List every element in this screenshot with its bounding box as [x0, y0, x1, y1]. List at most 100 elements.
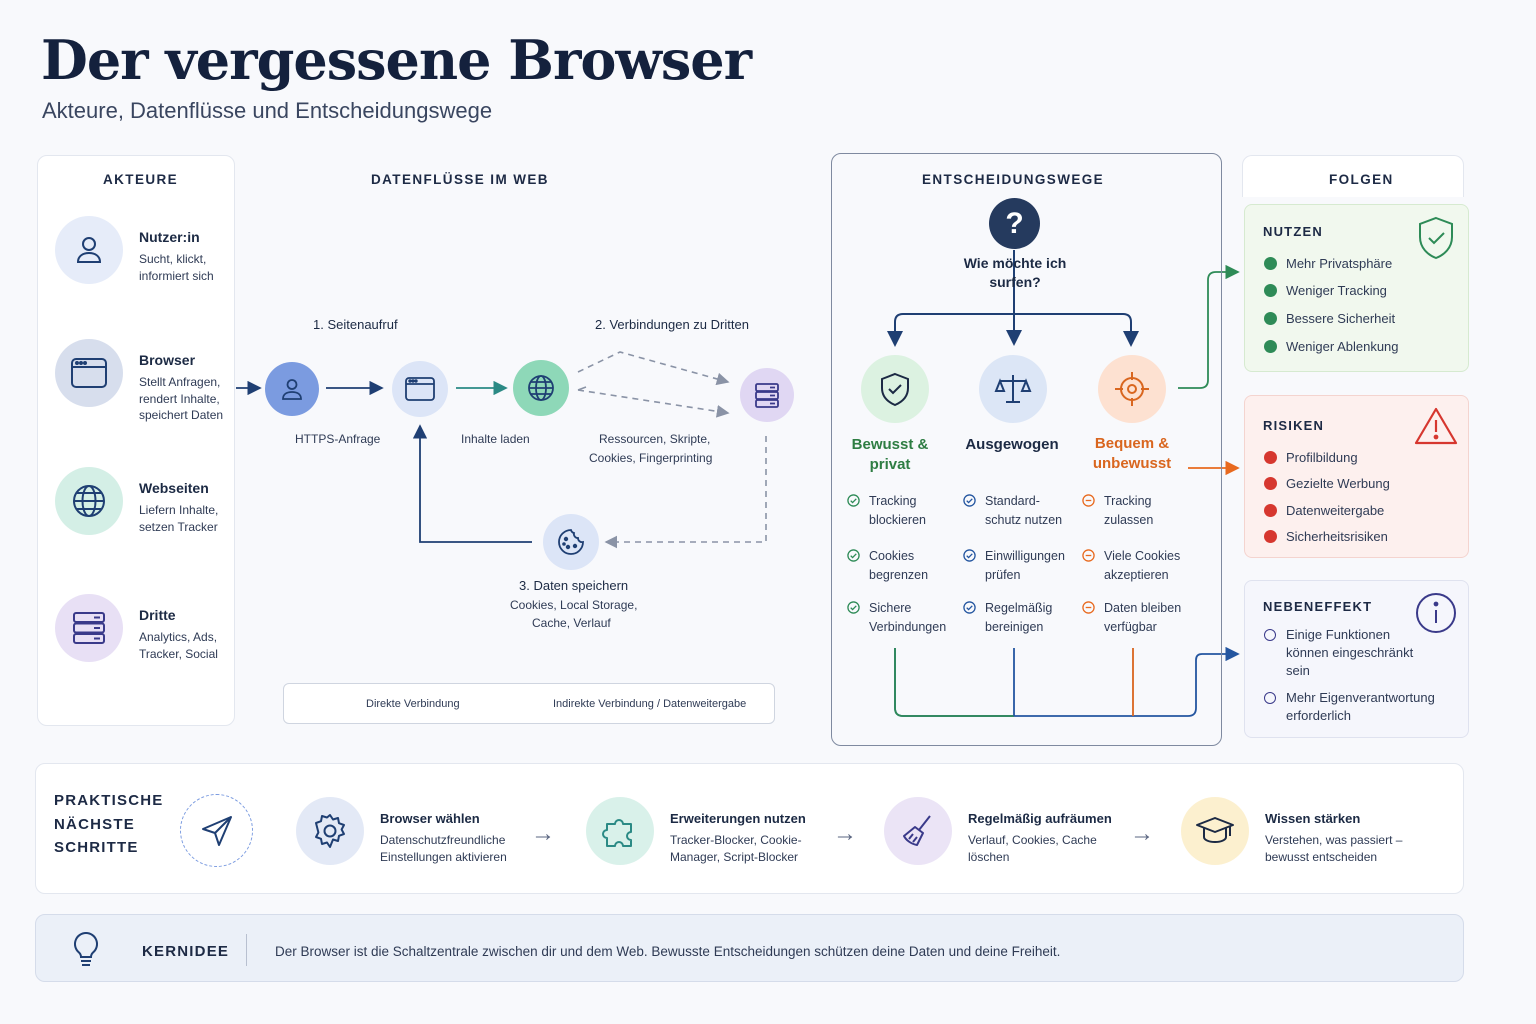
send-icon: [180, 794, 253, 867]
shield-icon: [861, 355, 929, 423]
minus-circle-icon: [1082, 601, 1095, 614]
core-idea-text: Der Browser ist die Schaltzentrale zwisc…: [275, 944, 1061, 959]
cookie-node-icon: [543, 514, 599, 570]
warning-icon: [1414, 407, 1458, 445]
broom-icon: [884, 797, 952, 865]
actor-name: Browser: [139, 352, 196, 368]
minus-circle-icon: [1082, 549, 1095, 562]
benefits-title: NUTZEN: [1263, 224, 1323, 239]
step1-label: 1. Seitenaufruf: [313, 317, 398, 332]
legend-direct: Direkte Verbindung: [366, 698, 460, 710]
decisions-panel: [831, 153, 1222, 746]
practical-title: PRAKTISCHE NÄCHSTE SCHRITTE: [54, 792, 164, 856]
step3-line2: Cache, Verlauf: [532, 616, 611, 630]
actors-title: AKTEURE: [103, 172, 179, 187]
globe-node-icon: [513, 360, 569, 416]
step-desc: Tracker-Blocker, Cookie-Manager, Script-…: [670, 833, 802, 864]
path-title-private-1: Bewusst &: [851, 436, 929, 453]
server-icon: [55, 594, 123, 662]
actor-desc: Analytics, Ads, Tracker, Social: [139, 630, 218, 661]
step-name: Browser wählen: [380, 811, 480, 826]
actor-browser: Browser Stellt Anfragen, rendert Inhalte…: [55, 339, 235, 422]
puzzle-icon: [586, 797, 654, 865]
minus-circle-icon: [1082, 494, 1095, 507]
check-circle-icon: [847, 494, 860, 507]
user-node-icon: [265, 362, 319, 416]
step-desc: Datenschutzfreundliche Einstellungen akt…: [380, 833, 507, 864]
step-name: Erweiterungen nutzen: [670, 811, 806, 826]
legend-box: [283, 683, 775, 724]
https-label: HTTPS-Anfrage: [295, 432, 381, 446]
core-idea-panel: [35, 914, 1464, 982]
question-line2: surfen?: [989, 274, 1041, 290]
graduation-cap-icon: [1181, 797, 1249, 865]
lightbulb-icon: [74, 931, 98, 966]
step3-title: 3. Daten speichern: [519, 578, 629, 593]
globe-icon: [55, 467, 123, 535]
step3-line1: Cookies, Local Storage,: [510, 598, 638, 612]
step-name: Regelmäßig aufräumen: [968, 811, 1112, 826]
gear-icon: [296, 797, 364, 865]
check-circle-icon: [847, 601, 860, 614]
actor-desc: Stellt Anfragen, rendert Inhalte, speich…: [139, 375, 224, 422]
path-title-easy-2: unbewusst: [1092, 455, 1172, 472]
arrow-right-icon: →: [833, 820, 857, 847]
risks-box: RISIKEN Profilbildung Gezielte Werbung D…: [1244, 395, 1469, 558]
side-effect-title: NEBENEFFEKT: [1263, 599, 1373, 614]
question-line1: Wie möchte ich: [963, 255, 1067, 271]
consequences-title: FOLGEN: [1329, 172, 1394, 187]
consequences-panel: [1242, 155, 1464, 197]
actor-desc: Sucht, klickt, informiert sich: [139, 252, 214, 283]
browser-window-icon: [55, 339, 123, 407]
dataflow-title: DATENFLÜSSE IM WEB: [371, 172, 549, 187]
actor-websites: Webseiten Liefern Inhalte, setzen Tracke…: [55, 467, 235, 537]
actor-name: Dritte: [139, 607, 176, 623]
core-idea-label: KERNIDEE: [142, 943, 230, 960]
resources-label-line2: Cookies, Fingerprinting: [589, 451, 713, 465]
actor-name: Nutzer:in: [139, 229, 200, 245]
legend-indirect: Indirekte Verbindung / Datenweitergabe: [553, 698, 747, 710]
step2-label: 2. Verbindungen zu Dritten: [595, 317, 749, 332]
path-title-private-2: privat: [869, 456, 911, 473]
core-idea-divider: [246, 934, 247, 966]
path-title-balanced: Ausgewogen: [965, 436, 1059, 453]
scale-icon: [979, 355, 1047, 423]
check-shield-icon: [1419, 216, 1453, 260]
actor-user: Nutzer:in Sucht, klickt, informiert sich: [55, 216, 235, 286]
page-subtitle: Akteure, Datenflüsse und Entscheidungswe…: [42, 98, 493, 123]
check-circle-icon: [847, 549, 860, 562]
check-circle-icon: [963, 601, 976, 614]
step-desc: Verlauf, Cookies, Cache löschen: [968, 833, 1097, 864]
user-icon: [55, 216, 123, 284]
step-desc: Verstehen, was passiert – bewusst entsch…: [1265, 833, 1403, 864]
arrow-right-icon: →: [1130, 820, 1154, 847]
benefits-box: NUTZEN Mehr Privatsphäre Weniger Trackin…: [1244, 204, 1469, 372]
question-icon: ?: [989, 198, 1040, 249]
resources-label-line1: Ressourcen, Skripte,: [599, 432, 711, 446]
server-node-icon: [740, 368, 794, 422]
browser-node-icon: [392, 361, 448, 417]
check-circle-icon: [963, 494, 976, 507]
target-icon: [1098, 355, 1166, 423]
info-icon: [1416, 593, 1456, 633]
actor-third-parties: Dritte Analytics, Ads, Tracker, Social: [55, 594, 235, 664]
decisions-title: ENTSCHEIDUNGSWEGE: [922, 172, 1105, 187]
risks-title: RISIKEN: [1263, 418, 1325, 433]
load-label: Inhalte laden: [461, 432, 530, 446]
page-title: Der vergessene Browser: [41, 28, 752, 92]
decision-item: Standard-schutz nutzen: [963, 492, 1078, 532]
check-circle-icon: [963, 549, 976, 562]
arrow-right-icon: →: [531, 820, 555, 847]
actor-desc: Liefern Inhalte, setzen Tracker: [139, 503, 219, 534]
step-name: Wissen stärken: [1265, 811, 1361, 826]
actor-name: Webseiten: [139, 480, 209, 496]
